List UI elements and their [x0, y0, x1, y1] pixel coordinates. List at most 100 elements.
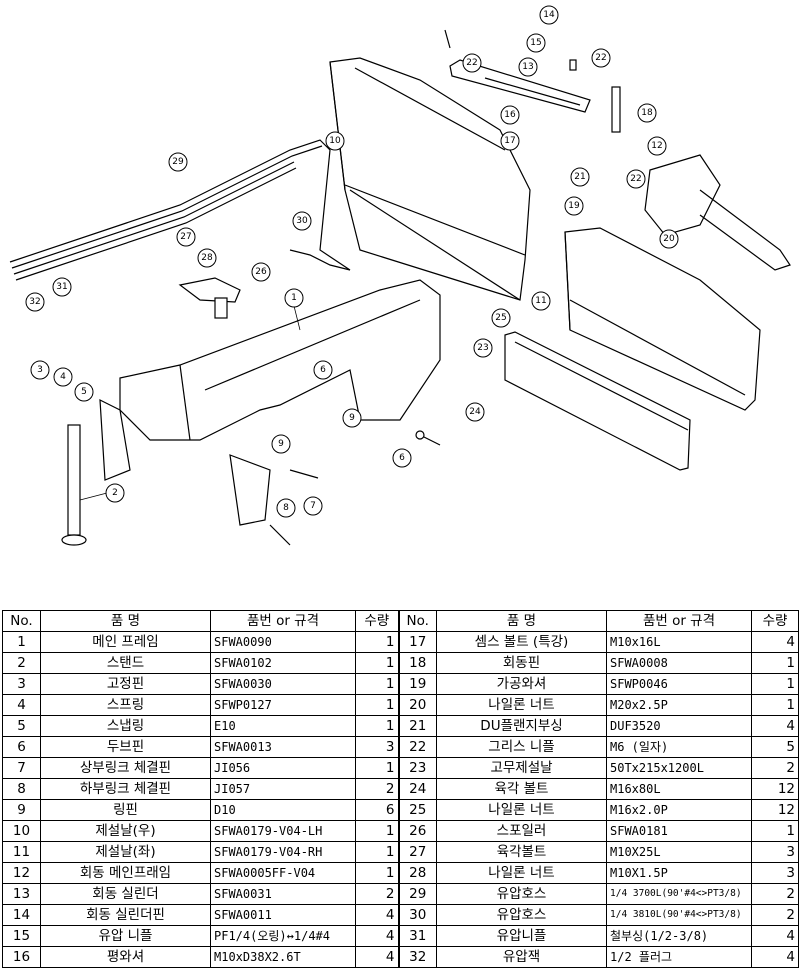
cell-code: M6 (일자)	[606, 736, 752, 758]
cell-no: 18	[398, 652, 437, 674]
cell-name: 스냅링	[40, 715, 211, 737]
svg-text:3: 3	[37, 365, 43, 375]
callout-16: 16	[500, 105, 520, 125]
cell-no: 23	[398, 757, 437, 779]
cell-no: 6	[2, 736, 41, 758]
cell-name: DU플랜지부싱	[436, 715, 607, 737]
callout-28: 28	[197, 248, 217, 268]
cell-qty: 3	[355, 736, 400, 758]
cell-code: D10	[210, 799, 356, 821]
cell-name: 유압잭	[436, 946, 607, 968]
svg-text:9: 9	[349, 413, 355, 423]
cell-name: 회동 실린더핀	[40, 904, 211, 926]
cell-code: M10xD38X2.6T	[210, 946, 356, 968]
callout-14: 14	[539, 5, 559, 25]
cell-name: 유압 니플	[40, 925, 211, 947]
cell-code: M10X25L	[606, 841, 752, 863]
callout-17: 17	[500, 131, 520, 151]
cell-qty: 2	[751, 757, 799, 779]
cell-no: 11	[2, 841, 41, 863]
cell-name: 스프링	[40, 694, 211, 716]
cell-qty: 3	[751, 862, 799, 884]
svg-text:7: 7	[310, 501, 316, 511]
rotating-frame-part	[644, 154, 791, 271]
cell-name: 평와셔	[40, 946, 211, 968]
cell-code: SFWA0011	[210, 904, 356, 926]
callout-27: 27	[176, 227, 196, 247]
cell-no: 26	[398, 820, 437, 842]
svg-text:13: 13	[522, 62, 533, 72]
cell-name: 회동 메인프래임	[40, 862, 211, 884]
header-code-2: 품번 or 규격	[606, 610, 752, 632]
cell-code: SFWA0030	[210, 673, 356, 695]
cell-name: 나일론 너트	[436, 862, 607, 884]
svg-text:22: 22	[466, 58, 477, 68]
cell-qty: 1	[355, 715, 400, 737]
svg-text:17: 17	[504, 136, 515, 146]
cell-code: E10	[210, 715, 356, 737]
cell-name: 고정핀	[40, 673, 211, 695]
svg-text:6: 6	[320, 365, 326, 375]
cell-no: 13	[2, 883, 41, 905]
cell-code: SFWA0005FF-V04	[210, 862, 356, 884]
cell-name: 유압니플	[436, 925, 607, 947]
callout-6b: 6	[392, 448, 412, 468]
cell-no: 1	[2, 631, 41, 653]
cell-qty: 1	[751, 673, 799, 695]
cell-no: 27	[398, 841, 437, 863]
cell-no: 10	[2, 820, 41, 842]
cell-qty: 12	[751, 778, 799, 800]
cell-qty: 1	[355, 652, 400, 674]
blade-left-part	[564, 227, 761, 411]
cell-qty: 1	[355, 862, 400, 884]
callout-7: 7	[303, 496, 323, 516]
cell-qty: 1	[751, 694, 799, 716]
cell-name: 두브핀	[40, 736, 211, 758]
small-parts	[269, 29, 621, 546]
svg-text:15: 15	[530, 38, 541, 48]
cell-code: 1/4 3810L(90'#4<>PT3/8)	[606, 904, 752, 926]
cell-qty: 3	[751, 841, 799, 863]
svg-text:29: 29	[172, 157, 184, 167]
main-frame-part	[99, 279, 441, 526]
cell-code: 50Tx215x1200L	[606, 757, 752, 779]
svg-text:2: 2	[112, 488, 118, 498]
cell-qty: 2	[355, 778, 400, 800]
callout-31: 31	[52, 277, 72, 297]
cell-no: 15	[2, 925, 41, 947]
rubber-blade-part	[504, 331, 691, 471]
header-no: No.	[2, 610, 41, 632]
cell-qty: 2	[751, 904, 799, 926]
blade-right-part	[329, 57, 531, 301]
svg-text:26: 26	[255, 267, 267, 277]
cell-no: 30	[398, 904, 437, 926]
cell-no: 17	[398, 631, 437, 653]
cell-code: SFWA0102	[210, 652, 356, 674]
cell-name: 스포일러	[436, 820, 607, 842]
cell-code: 철부싱(1/2-3/8)	[606, 925, 752, 947]
svg-text:25: 25	[495, 313, 506, 323]
cell-name: 나일론 너트	[436, 799, 607, 821]
cell-qty: 1	[355, 694, 400, 716]
callout-8: 8	[276, 498, 296, 518]
svg-text:10: 10	[329, 136, 341, 146]
svg-text:22: 22	[630, 174, 641, 184]
callout-10: 10	[325, 131, 345, 151]
cell-name: 그리스 니플	[436, 736, 607, 758]
svg-text:16: 16	[504, 110, 516, 120]
svg-text:32: 32	[29, 297, 40, 307]
svg-text:9: 9	[278, 439, 284, 449]
svg-text:6: 6	[399, 453, 405, 463]
cell-no: 24	[398, 778, 437, 800]
cell-qty: 5	[751, 736, 799, 758]
svg-text:28: 28	[201, 253, 213, 263]
stand-part	[61, 424, 87, 546]
cell-code: M16x2.0P	[606, 799, 752, 821]
